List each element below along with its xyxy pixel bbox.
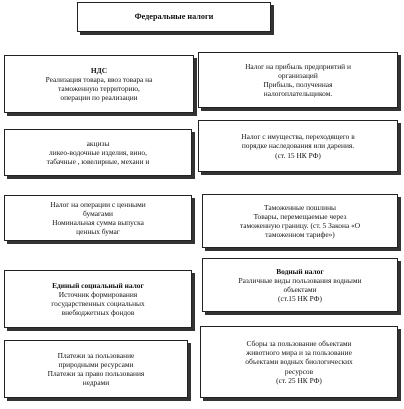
profit-title: Налог на прибыль предприятий и — [245, 61, 351, 71]
customs-line: таможенном тарифе») — [265, 230, 335, 240]
securities-line: Номинальная сумма выпуска — [52, 218, 144, 227]
securities-line: бумагами — [83, 208, 113, 218]
excise-box: акцизы ликео-водочные изделия, вино, таб… — [4, 129, 192, 176]
natural-line: недрами — [82, 378, 110, 388]
esn-title: Единый социальный налог — [52, 280, 144, 290]
profit-line: Прибыль, полученная — [263, 80, 333, 89]
customs-title: Таможенные пошлины — [264, 202, 336, 212]
securities-title: Налог на операции с ценными — [50, 199, 146, 209]
esn-box: Единый социальный налог Источник формиро… — [4, 270, 192, 328]
water-line: Различные виды пользования водными — [238, 275, 362, 285]
water-box: Водный налог Различные виды пользования … — [202, 258, 398, 312]
title-box: Федеральные налоги — [77, 2, 271, 32]
customs-line: таможенную границу. (ст. 5 Закона «О — [239, 221, 361, 230]
title-text: Федеральные налоги — [134, 11, 214, 21]
fees-title: Сборы за пользование объектами — [246, 338, 352, 348]
water-title: Водный налог — [276, 266, 324, 276]
fees-line: ресурсов — [284, 366, 314, 376]
natural-line: природными ресурсами — [58, 359, 134, 369]
property-title: Налог с имущества, переходящего в — [241, 132, 355, 142]
esn-line: государственных социальных — [51, 299, 145, 308]
excise-title: акцизы — [86, 138, 110, 148]
excise-line: ликео-водочные изделия, вино, — [49, 147, 147, 157]
customs-box: Таможенные пошлины Товары, перемещаемые … — [202, 194, 398, 248]
securities-box: Налог на операции с ценными бумагами Ном… — [4, 195, 192, 241]
excise-line: табачные , ювелирные, механи и — [46, 157, 150, 167]
profit-line: налогоплательщиком. — [263, 89, 333, 99]
securities-line: ценных бумаг — [76, 227, 120, 237]
property-line: (ст. 15 НК РФ) — [275, 150, 321, 160]
natural-title: Платежи за пользование — [57, 350, 135, 360]
customs-line: Товары, перемещаемые через — [253, 211, 347, 221]
fees-line: (ст. 25 НК РФ) — [276, 375, 322, 385]
esn-line: внебюджетных фондов — [61, 308, 135, 318]
property-line: порядке наследования или дарения. — [241, 141, 355, 151]
water-line: объектами — [283, 285, 317, 294]
nds-box: НДС Реализация товара, ввоз товара на та… — [4, 55, 194, 113]
natural-box: Платежи за пользование природными ресурс… — [4, 340, 188, 398]
esn-line: Источник формирования — [58, 289, 138, 299]
nds-line: Реализация товара, ввоз товара на — [45, 74, 153, 84]
fees-line: объектами водных биологических — [245, 357, 353, 367]
property-box: Налог с имущества, переходящего в порядк… — [198, 120, 398, 172]
profit-box: Налог на прибыль предприятий и организац… — [198, 52, 398, 108]
profit-line: организаций — [278, 70, 318, 80]
fees-box: Сборы за пользование объектами животного… — [200, 326, 398, 398]
fees-line: животного мира и за пользование — [246, 348, 352, 358]
nds-line: таможенную территорию, — [58, 84, 140, 93]
natural-line: Платежи за право пользования — [47, 369, 145, 378]
nds-title: НДС — [90, 65, 108, 75]
nds-line: операции по реализации — [60, 93, 138, 103]
water-line: (ст.15 НК РФ) — [278, 294, 322, 304]
